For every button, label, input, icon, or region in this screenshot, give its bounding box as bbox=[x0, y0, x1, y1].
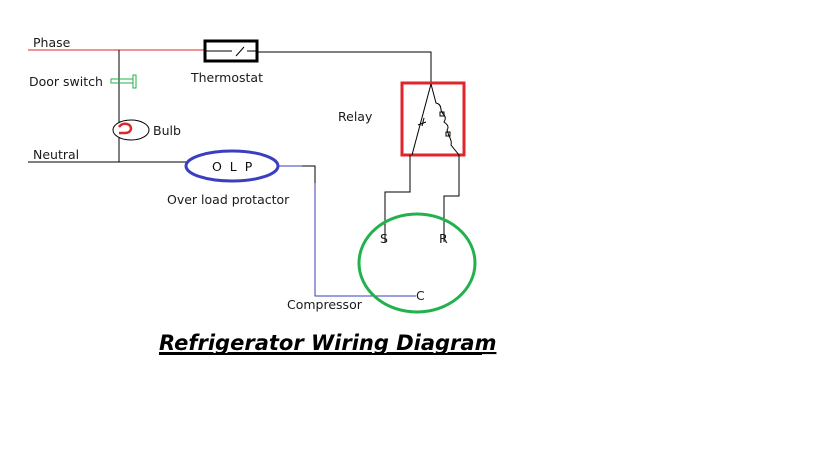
relay-box bbox=[400, 81, 466, 157]
thermostat-relay-wire bbox=[257, 51, 432, 84]
relay-label: Relay bbox=[338, 109, 373, 124]
terminal-r-label: R bbox=[439, 231, 448, 246]
terminal-s-label: S bbox=[380, 231, 388, 246]
bulb-label: Bulb bbox=[153, 123, 181, 138]
bulb-icon bbox=[112, 119, 150, 141]
olp-inner-label: O L P bbox=[212, 159, 254, 174]
terminal-c-label: C bbox=[416, 288, 425, 303]
door-switch-icon bbox=[110, 74, 137, 89]
olp-black-wire bbox=[302, 165, 316, 183]
door-switch-label: Door switch bbox=[29, 74, 103, 89]
olp-compressor-wire bbox=[314, 183, 416, 297]
relay-s-wire bbox=[384, 155, 411, 242]
relay-contacts-icon bbox=[411, 83, 460, 156]
compressor-icon bbox=[357, 212, 477, 314]
diagram-title: Refrigerator Wiring Diagram bbox=[159, 331, 496, 355]
olp-caption-label: Over load protactor bbox=[167, 192, 290, 207]
neutral-label: Neutral bbox=[33, 147, 79, 162]
thermostat-icon bbox=[203, 39, 259, 63]
thermostat-label: Thermostat bbox=[190, 70, 263, 85]
phase-label: Phase bbox=[33, 35, 71, 50]
compressor-label: Compressor bbox=[287, 297, 363, 312]
